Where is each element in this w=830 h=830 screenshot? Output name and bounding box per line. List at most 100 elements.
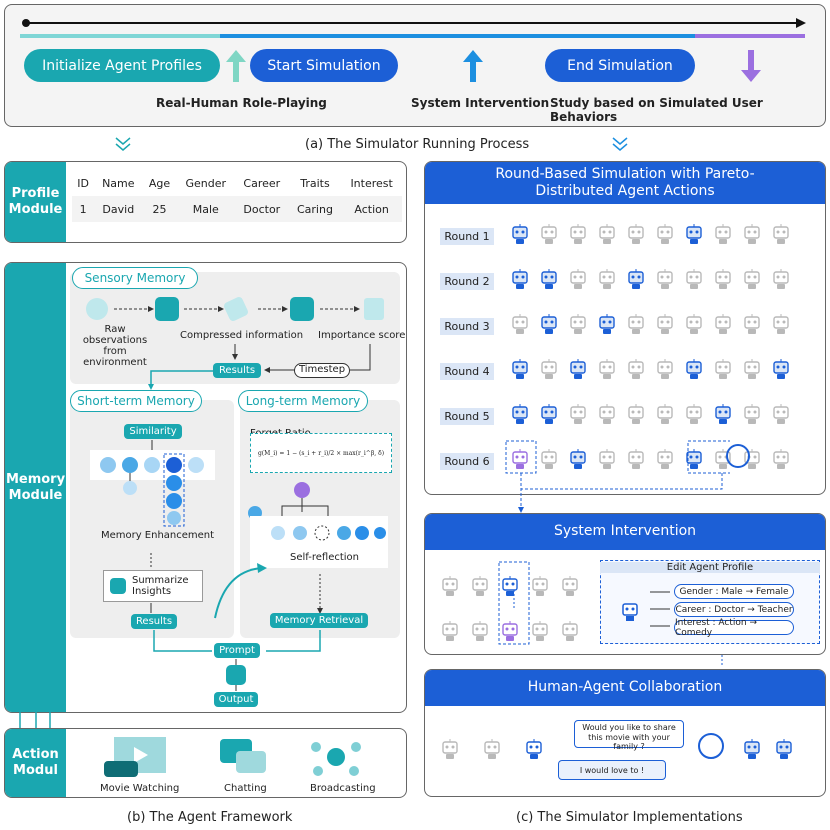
- profile-column-header: Age: [148, 176, 171, 190]
- formula-box: g(M_i) = 1 − (s_i + r_i)/2 × max(r_i^β, …: [250, 433, 392, 473]
- summarize-insights-label: Summarize Insights: [132, 575, 189, 597]
- long-term-memory-tag: Long-term Memory: [238, 390, 368, 412]
- robot-icon: [510, 268, 530, 290]
- round6-connectors: [505, 440, 730, 513]
- robot-icon: [626, 403, 646, 425]
- gpt-icon: [110, 578, 126, 594]
- robot-icon: [771, 223, 791, 245]
- results-to-stm-arrow: [148, 370, 213, 390]
- action-item-label: Chatting: [224, 783, 267, 794]
- robot-icon: [539, 223, 559, 245]
- movie-icon: [104, 737, 166, 777]
- robot-icon: [568, 223, 588, 245]
- timeline-arrow: [20, 18, 806, 38]
- robot-icon: [655, 268, 675, 290]
- robot-icon: [440, 620, 460, 642]
- robot-icon: [771, 313, 791, 335]
- robot-icon: [742, 223, 762, 245]
- robot-icon: [771, 358, 791, 380]
- robot-icon: [539, 448, 559, 470]
- profile-module-header: Profile Module: [5, 162, 66, 242]
- robot-icon: [470, 575, 490, 597]
- robot-icon: [568, 358, 588, 380]
- memory-retrieval-tag: Memory Retrieval: [270, 613, 368, 628]
- initialize-agent-profiles-stage: Initialize Agent Profiles: [24, 49, 220, 82]
- robot-icon: [440, 738, 460, 760]
- robot-icon: [539, 403, 559, 425]
- memory-enhancement-label: Memory Enhancement: [100, 530, 215, 541]
- profile-cell: 25: [152, 202, 167, 216]
- memory-module-header: Memory Module: [5, 263, 66, 712]
- profile-cell: Doctor: [243, 202, 281, 216]
- robot-icon: [510, 223, 530, 245]
- action-module-header: Action Modul: [5, 729, 66, 797]
- edit-arrows: [650, 591, 670, 627]
- edit-interest: Interest : Action → Comedy: [674, 618, 794, 638]
- short-term-memory-tag: Short-term Memory: [70, 390, 202, 412]
- robot-icon: [684, 313, 704, 335]
- chevron-down-icon: [115, 137, 131, 151]
- up-arrow-icon: [463, 50, 483, 82]
- start-simulation-stage: Start Simulation: [250, 49, 398, 82]
- down-arrow-icon: [741, 50, 761, 82]
- robot-icon: [539, 313, 559, 335]
- robot-icon: [771, 403, 791, 425]
- self-reflection-dots: [271, 525, 386, 541]
- robot-icon: [530, 620, 550, 642]
- self-reflection-label: Self-reflection: [290, 552, 360, 563]
- round-label: Round 1: [440, 228, 494, 245]
- robot-icon: [684, 358, 704, 380]
- round-label: Round 5: [440, 408, 494, 425]
- broadcast-icon: [311, 742, 361, 776]
- robot-icon: [470, 620, 490, 642]
- robot-icon: [568, 448, 588, 470]
- intervention-panel-title: System Intervention: [425, 514, 825, 550]
- rounds-panel-title: Round-Based Simulation with Pareto-Distr…: [425, 162, 825, 204]
- edit-gender: Gender : Male → Female: [674, 584, 794, 599]
- similarity-dots: [90, 440, 215, 527]
- caption-b: (b) The Agent Framework: [127, 810, 293, 825]
- compressed-info-label: Compressed information: [180, 330, 304, 341]
- profile-cell: Caring: [296, 202, 333, 216]
- robot-icon: [510, 358, 530, 380]
- robot-icon: [597, 358, 617, 380]
- results-tag: Results: [213, 363, 261, 378]
- robot-icon: [539, 268, 559, 290]
- robot-icon: [655, 448, 675, 470]
- sensory-memory-tag: Sensory Memory: [72, 267, 198, 289]
- profile-column-header: ID: [77, 176, 89, 190]
- robot-icon: [742, 358, 762, 380]
- robot-icon: [684, 268, 704, 290]
- robot-icon: [597, 403, 617, 425]
- robot-icon: [655, 358, 675, 380]
- robot-icon: [655, 313, 675, 335]
- robot-icon: [742, 268, 762, 290]
- robot-icon: [626, 358, 646, 380]
- robot-icon: [655, 403, 675, 425]
- robot-icon: [597, 223, 617, 245]
- action-item-label: Movie Watching: [100, 783, 180, 794]
- answer-text: I would love to !: [579, 765, 645, 775]
- brain-icon: [698, 733, 724, 759]
- caption-c: (c) The Simulator Implementations: [516, 810, 743, 825]
- robot-icon: [626, 268, 646, 290]
- action-item-label: Broadcasting: [310, 783, 376, 794]
- round-label: Round 6: [440, 453, 494, 470]
- profile-column-header: Name: [102, 176, 135, 190]
- robot-icon: [597, 448, 617, 470]
- chevron-down-icon: [612, 137, 628, 151]
- module-connectors: [19, 712, 51, 728]
- end-simulation-stage: End Simulation: [545, 49, 695, 82]
- robot-icon: [539, 358, 559, 380]
- sensory-flow: [86, 297, 384, 321]
- profile-cell: Male: [192, 202, 219, 216]
- robot-icon: [684, 448, 704, 470]
- question-bubble: Would you like to share this movie with …: [574, 720, 684, 751]
- profile-panel: [4, 161, 407, 243]
- edit-career: Career : Doctor → Teacher: [674, 602, 794, 617]
- robot-icon: [771, 268, 791, 290]
- intervention-highlight: [498, 561, 530, 645]
- robot-icon: [440, 575, 460, 597]
